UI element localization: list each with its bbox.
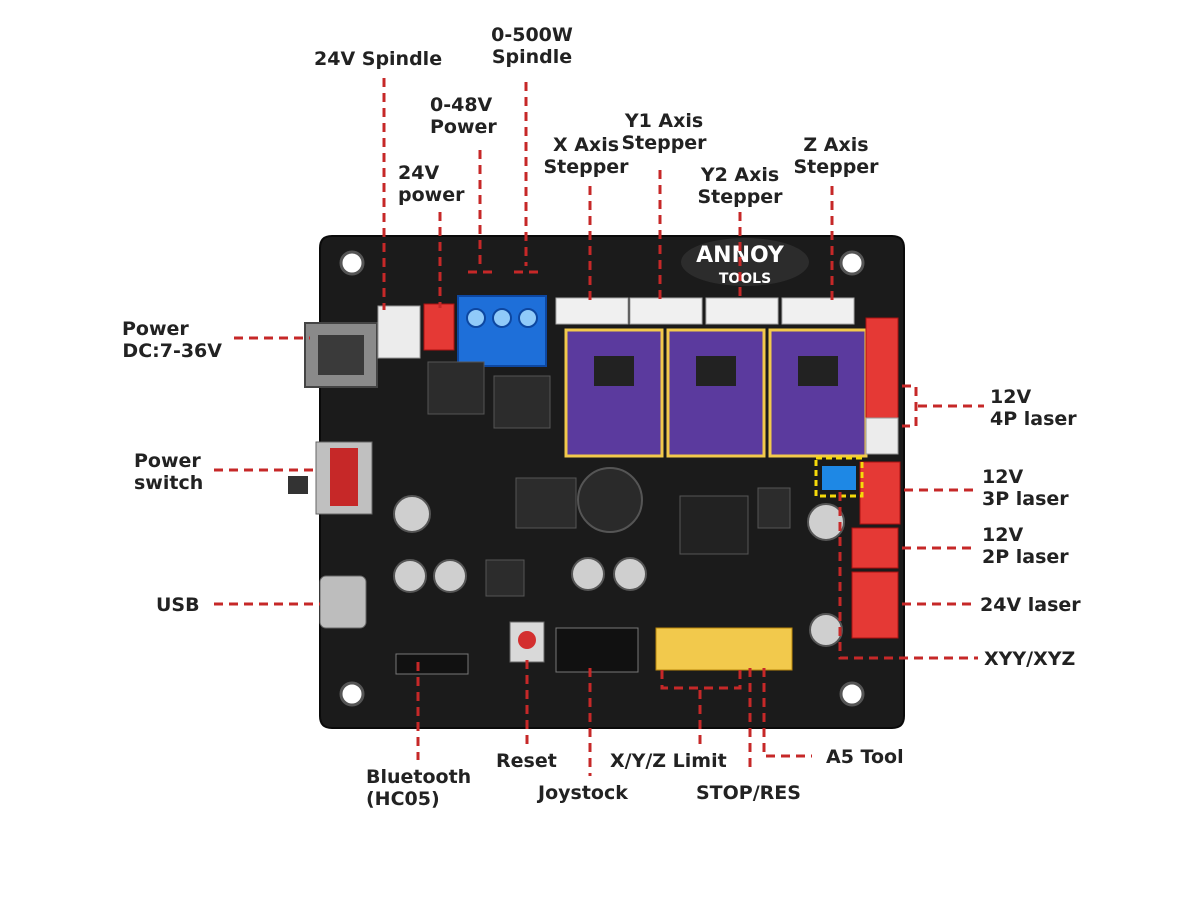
ics <box>427 361 791 597</box>
stepper-connectors <box>555 297 855 325</box>
label-24v-laser: 24V laser <box>980 594 1081 616</box>
label-stop-res: STOP/RES <box>696 782 801 804</box>
label-a5-tool: A5 Tool <box>826 746 904 768</box>
label-y2-axis-stepper: Y2 Axis Stepper <box>690 164 790 208</box>
label-0-500w-spindle-line2: Spindle <box>491 46 573 68</box>
label-24v-laser-line1: 24V laser <box>980 594 1081 616</box>
label-y2-axis-line1: Y2 Axis <box>700 164 780 186</box>
label-12v-4p-line2: 4P laser <box>990 408 1077 430</box>
brand-line2: TOOLS <box>719 271 771 287</box>
label-12v-4p-laser: 12V 4P laser <box>990 386 1077 430</box>
label-24v-power: 24V power <box>398 162 464 206</box>
label-usb-line1: USB <box>156 594 200 616</box>
label-12v-4p-line1: 12V <box>990 386 1032 408</box>
label-stop-res-line1: STOP/RES <box>696 782 801 804</box>
label-usb: USB <box>156 594 200 616</box>
label-y1-axis-line1: Y1 Axis <box>624 110 704 132</box>
label-0-48v-power: 0-48V Power <box>430 94 497 138</box>
jumper-highlight-box <box>814 456 864 498</box>
power-24v-connector <box>423 303 455 351</box>
label-0-48v-power-line2: Power <box>430 116 497 138</box>
label-24v-power-line2: power <box>398 184 465 206</box>
laser-connectors <box>851 317 901 639</box>
label-bluetooth-line2: (HC05) <box>366 788 440 810</box>
label-0-48v-power-line1: 0-48V <box>430 94 493 116</box>
label-24v-spindle: 24V Spindle <box>314 48 442 70</box>
label-12v-2p-line2: 2P laser <box>982 546 1069 568</box>
label-x-axis-stepper: X Axis Stepper <box>538 134 634 178</box>
label-12v-3p-laser: 12V 3P laser <box>982 466 1069 510</box>
label-24v-spindle-line1: 24V Spindle <box>314 48 443 70</box>
label-xyy-xyz-line1: XYY/XYZ <box>984 648 1076 670</box>
label-z-axis-line1: Z Axis <box>803 134 869 156</box>
label-y1-axis-stepper: Y1 Axis Stepper <box>614 110 714 154</box>
label-0-500w-spindle: 0-500W Spindle <box>480 24 584 68</box>
label-power-dc: Power DC:7-36V <box>96 318 222 362</box>
label-12v-3p-line1: 12V <box>982 466 1024 488</box>
stepper-drivers <box>564 328 868 458</box>
label-y2-axis-line2: Stepper <box>697 186 783 208</box>
label-y1-axis-line2: Stepper <box>621 132 707 154</box>
capacitors <box>393 495 845 647</box>
usb-port-body <box>319 575 367 629</box>
joystick-header <box>555 627 639 673</box>
label-power-dc-line2: DC:7-36V <box>122 340 222 362</box>
dc-power-jack <box>304 322 378 388</box>
label-reset: Reset <box>496 750 557 772</box>
screw-terminal-block <box>457 295 547 367</box>
label-0-500w-spindle-line1: 0-500W <box>491 24 573 46</box>
label-a5-tool-line1: A5 Tool <box>826 746 904 768</box>
label-12v-3p-line2: 3P laser <box>982 488 1069 510</box>
label-xyz-limit-line1: X/Y/Z Limit <box>610 750 727 772</box>
label-reset-line1: Reset <box>496 750 557 772</box>
label-power-switch-line2: switch <box>134 472 204 494</box>
label-bluetooth: Bluetooth (HC05) <box>366 766 471 810</box>
label-xyy-xyz: XYY/XYZ <box>984 648 1075 670</box>
label-bluetooth-line1: Bluetooth <box>366 766 472 788</box>
inductor <box>577 467 643 533</box>
label-joystock-line1: Joystock <box>538 782 628 804</box>
limit-header <box>655 627 793 671</box>
label-power-dc-line1: Power <box>122 318 189 340</box>
bluetooth-header <box>395 653 469 675</box>
label-x-axis-line2: Stepper <box>543 156 629 178</box>
mounting-holes <box>339 250 865 707</box>
label-24v-power-line1: 24V <box>398 162 440 184</box>
label-joystock: Joystock <box>538 782 628 804</box>
label-xyz-limit: X/Y/Z Limit <box>610 750 727 772</box>
leader-lines <box>214 78 984 776</box>
label-x-axis-line1: X Axis <box>552 134 620 156</box>
label-power-switch-line1: Power <box>134 450 201 472</box>
label-z-axis-stepper: Z Axis Stepper <box>788 134 884 178</box>
xyy-jumper <box>822 466 856 490</box>
label-power-switch: Power switch <box>134 450 203 494</box>
label-12v-2p-laser: 12V 2P laser <box>982 524 1069 568</box>
label-z-axis-line2: Stepper <box>793 156 879 178</box>
reset-button-body <box>509 621 545 663</box>
power-switch-body <box>288 441 373 515</box>
label-12v-2p-line1: 12V <box>982 524 1024 546</box>
spindle-24v-connector <box>377 305 421 359</box>
